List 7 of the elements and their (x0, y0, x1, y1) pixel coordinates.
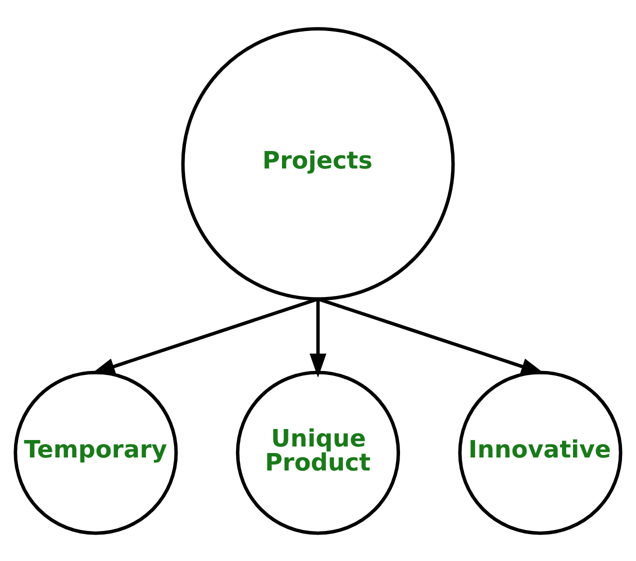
node-circle: Temporary (14, 370, 178, 534)
arrow (310, 298, 326, 378)
arrow (90, 296, 319, 374)
node-circle: Innovative (458, 370, 622, 534)
node-circle: Unique Product (236, 370, 400, 534)
arrow (317, 296, 546, 374)
node-circle: Projects (181, 26, 455, 300)
